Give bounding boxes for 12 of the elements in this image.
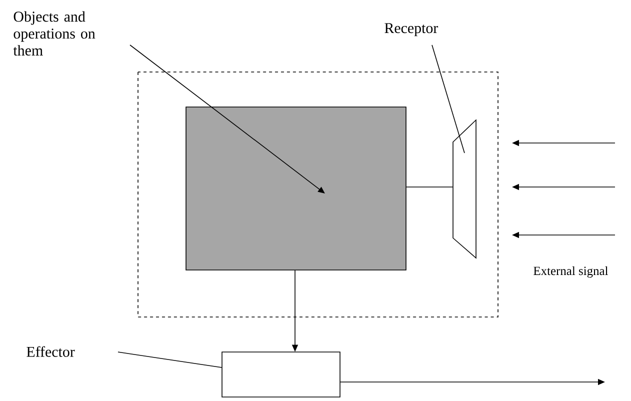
dashed-boundary-box [138,72,498,318]
effector-box [222,352,340,398]
leader-line [432,44,465,154]
leader-line [118,352,222,368]
receptor-label: Receptor [384,23,438,36]
arrow [130,44,325,194]
receptor-shape [452,119,476,259]
text-label: External signal [534,266,608,278]
effector-label: Effector [26,346,75,357]
objects-label: Objects and operations on them [13,11,96,56]
connector-line [406,186,454,188]
hatched-block [186,106,406,270]
